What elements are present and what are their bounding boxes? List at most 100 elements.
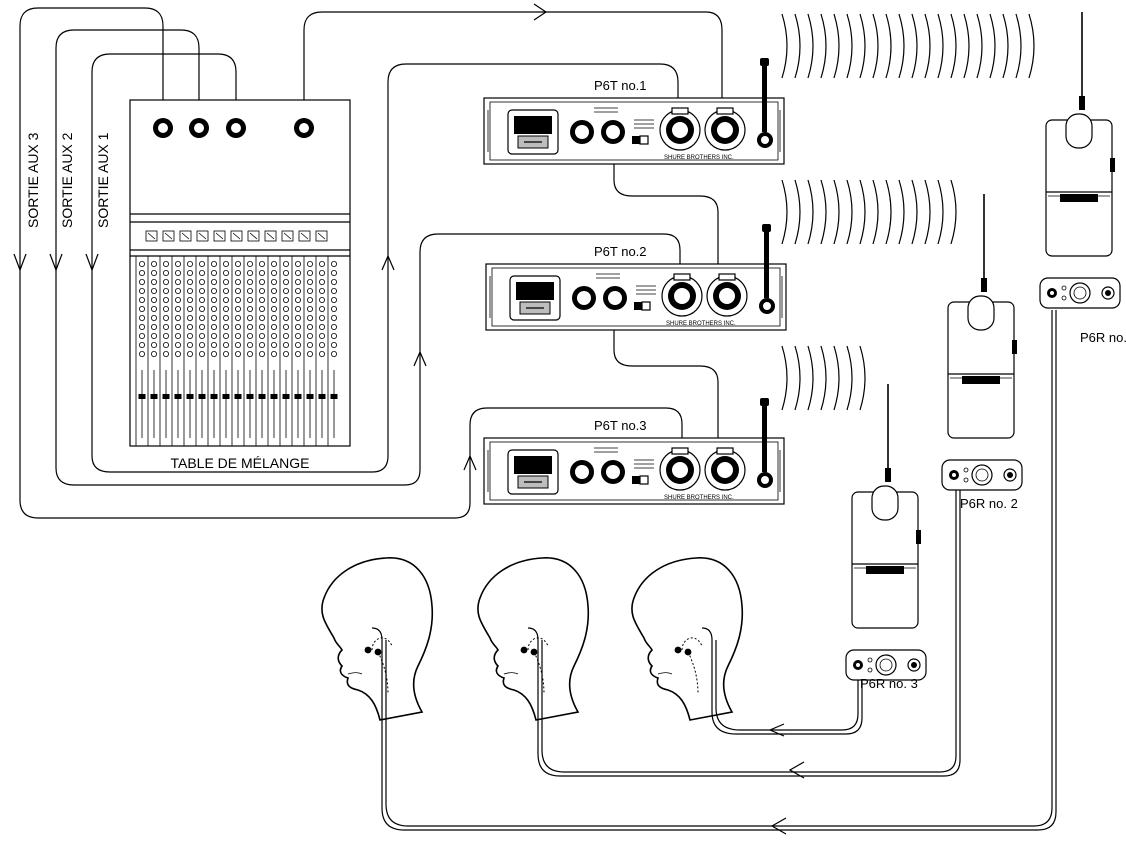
channel-meter xyxy=(213,230,226,242)
radio-wave-arc xyxy=(859,179,866,245)
channel-fader xyxy=(174,394,182,399)
radio-wave-arc xyxy=(794,179,801,245)
channel-strip xyxy=(243,256,254,446)
channel-strip xyxy=(135,256,146,446)
cable-loop-1-2 xyxy=(613,160,719,266)
aux-labels: SORTIE AUX 3 SORTIE AUX 2 SORTIE AUX 1 xyxy=(25,132,111,228)
transmitter-p6t-2: P6T no.2 SHURE BROTHERS INC. xyxy=(485,223,787,331)
channel-fader xyxy=(306,394,314,399)
channel-fader xyxy=(246,394,254,399)
channel-strip xyxy=(183,256,194,446)
cable-aux2 xyxy=(55,29,681,486)
channel-fader xyxy=(222,394,230,399)
channel-fader xyxy=(258,394,266,399)
radio-wave-arc xyxy=(820,179,827,245)
channel-meter xyxy=(196,230,209,242)
cable-ear-r3 xyxy=(701,627,863,735)
receiver-p6r-3: P6R no. 3 xyxy=(845,383,927,691)
transmitter-3-brand: SHURE BROTHERS INC. xyxy=(664,495,734,501)
channel-fader xyxy=(138,394,146,399)
transmitter-3-label: P6T no.3 xyxy=(594,418,647,433)
radio-wave-arc xyxy=(1002,13,1009,79)
channel-strip xyxy=(231,256,242,446)
radio-wave-arc xyxy=(794,13,801,79)
channel-meter xyxy=(145,230,158,242)
cable-ear-r2b xyxy=(541,476,957,773)
transmitter-1-brand: SHURE BROTHERS INC. xyxy=(664,155,734,161)
radio-wave-arc xyxy=(833,179,840,245)
cable-ear-r3b xyxy=(715,640,859,731)
radio-wave-arc xyxy=(950,13,957,79)
signal-arrows xyxy=(13,3,805,835)
channel-strip xyxy=(219,256,230,446)
receiver-2-label: P6R no. 2 xyxy=(960,496,1018,511)
radio-wave-arc xyxy=(781,13,788,79)
radio-wave-arc xyxy=(846,13,853,79)
aux3-label: SORTIE AUX 3 xyxy=(25,132,41,228)
radio-wave-arc xyxy=(1028,13,1035,79)
radio-waves-1 xyxy=(781,13,1035,79)
radio-wave-arc xyxy=(807,345,814,411)
cables xyxy=(19,7,1057,831)
channel-strip xyxy=(171,256,182,446)
radio-wave-arc xyxy=(833,13,840,79)
transmitter-2-label: P6T no.2 xyxy=(594,244,647,259)
channel-fader xyxy=(198,394,206,399)
channel-fader xyxy=(318,394,326,399)
radio-wave-arc xyxy=(846,179,853,245)
radio-wave-arc xyxy=(989,13,996,79)
cable-monitor xyxy=(303,11,723,128)
channel-fader xyxy=(330,394,338,399)
radio-wave-arc xyxy=(950,179,957,245)
channel-strip xyxy=(159,256,170,446)
channel-meter xyxy=(315,230,328,242)
radio-wave-arc xyxy=(937,179,944,245)
radio-waves-3 xyxy=(781,345,866,411)
aux1-label: SORTIE AUX 1 xyxy=(95,132,111,228)
channel-strip xyxy=(315,256,326,446)
radio-wave-arc xyxy=(885,13,892,79)
channel-fader xyxy=(186,394,194,399)
transmitter-2-brand: SHURE BROTHERS INC. xyxy=(666,321,736,327)
channel-fader xyxy=(162,394,170,399)
radio-wave-arc xyxy=(859,13,866,79)
channel-strip xyxy=(207,256,218,446)
transmitter-p6t-3: P6T no.3 SHURE BROTHERS INC. xyxy=(483,397,785,505)
channel-fader xyxy=(282,394,290,399)
radio-wave-arc xyxy=(1015,13,1022,79)
radio-wave-arc xyxy=(820,13,827,79)
receiver-p6r-1: P6R no. 1 xyxy=(1039,11,1126,345)
radio-wave-arc xyxy=(898,13,905,79)
radio-wave-arc xyxy=(794,345,801,411)
channel-meter xyxy=(264,230,277,242)
radio-wave-arc xyxy=(898,179,905,245)
channel-meter xyxy=(230,230,243,242)
cable-ear-r2 xyxy=(527,476,961,777)
radio-wave-arc xyxy=(820,345,827,411)
radio-wave-arc xyxy=(859,345,866,411)
channel-strip xyxy=(195,256,206,446)
radio-wave-arc xyxy=(976,13,983,79)
head-musician-3 xyxy=(631,557,744,721)
radio-wave-arc xyxy=(833,345,840,411)
channel-meter xyxy=(179,230,192,242)
radio-wave-arc xyxy=(937,13,944,79)
channel-strip xyxy=(267,256,278,446)
channel-fader xyxy=(234,394,242,399)
mixing-console: TABLE DE MÉLANGE xyxy=(129,99,351,471)
receiver-p6r-2: P6R no. 2 xyxy=(941,193,1023,511)
radio-wave-arc xyxy=(781,179,788,245)
radio-wave-arc xyxy=(846,345,853,411)
channel-strip xyxy=(147,256,158,446)
radio-wave-arc xyxy=(807,13,814,79)
radio-wave-arc xyxy=(911,13,918,79)
channel-fader xyxy=(294,394,302,399)
channel-strip xyxy=(255,256,266,446)
channel-meter xyxy=(162,230,175,242)
radio-wave-arc xyxy=(781,345,788,411)
receiver-1-label: P6R no. 1 xyxy=(1080,330,1126,345)
channel-meter xyxy=(247,230,260,242)
aux2-label: SORTIE AUX 2 xyxy=(59,132,75,228)
cable-ear-r1 xyxy=(371,310,1057,831)
